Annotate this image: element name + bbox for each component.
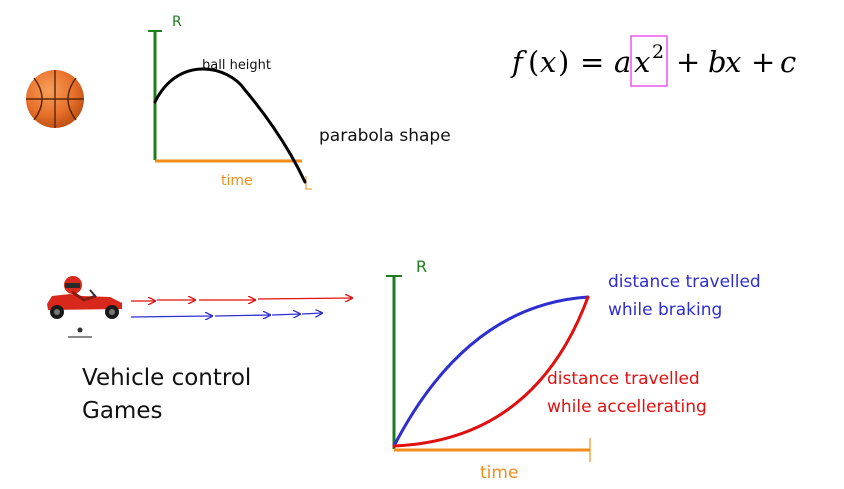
bottom-x-label: time [480, 463, 518, 483]
formula-plus2: + [751, 45, 775, 79]
go-kart-icon [47, 276, 122, 338]
braking-curve [392, 295, 590, 448]
parabola-shape-label: parabola shape [319, 126, 451, 146]
quadratic-formula: f ( x ) = a x 2 + b x + c [510, 35, 796, 87]
top-axis-letter: R [172, 14, 182, 30]
formula-f: f [510, 45, 528, 79]
braking-label-line1: distance travelled [608, 272, 761, 292]
formula-x: x [540, 45, 556, 79]
formula-exponent: 2 [652, 41, 664, 63]
formula-b: b [708, 45, 727, 79]
formula-close: ) [558, 45, 569, 79]
formula-equals: = [580, 45, 604, 79]
blue-arrow [301, 313, 322, 314]
braking-label-line2: while braking [608, 300, 722, 320]
formula-x-linear: x [725, 45, 741, 79]
accel-label-line2: while accellerating [547, 397, 707, 417]
formula-open: ( [528, 45, 539, 79]
vehicle-label-line2: Games [82, 398, 162, 424]
bottom-graph: R time distance travelled while braking … [386, 257, 761, 483]
vehicle-label-line1: Vehicle control [82, 365, 251, 391]
highlight-box [630, 35, 668, 87]
top-end-tick [305, 176, 312, 190]
formula-plus1: + [676, 45, 700, 79]
formula-x-squared: x [634, 45, 650, 79]
top-graph: R time ball height [148, 14, 312, 190]
formula-a: a [614, 45, 631, 79]
red-motion-arrows [131, 298, 352, 301]
red-arrow [257, 298, 352, 299]
basketball-icon [26, 70, 84, 128]
top-x-label: time [221, 173, 253, 189]
formula-c: c [780, 45, 796, 79]
accel-label-line1: distance travelled [547, 369, 700, 389]
ball-height-label: ball height [202, 58, 271, 73]
blue-arrow [130, 316, 212, 317]
blue-arrow [214, 315, 270, 316]
bottom-axis-letter: R [416, 257, 427, 276]
accelerating-curve [392, 295, 590, 448]
blue-arrow [271, 314, 300, 315]
ball-height-curve [153, 67, 307, 184]
blue-motion-arrows [130, 313, 322, 317]
